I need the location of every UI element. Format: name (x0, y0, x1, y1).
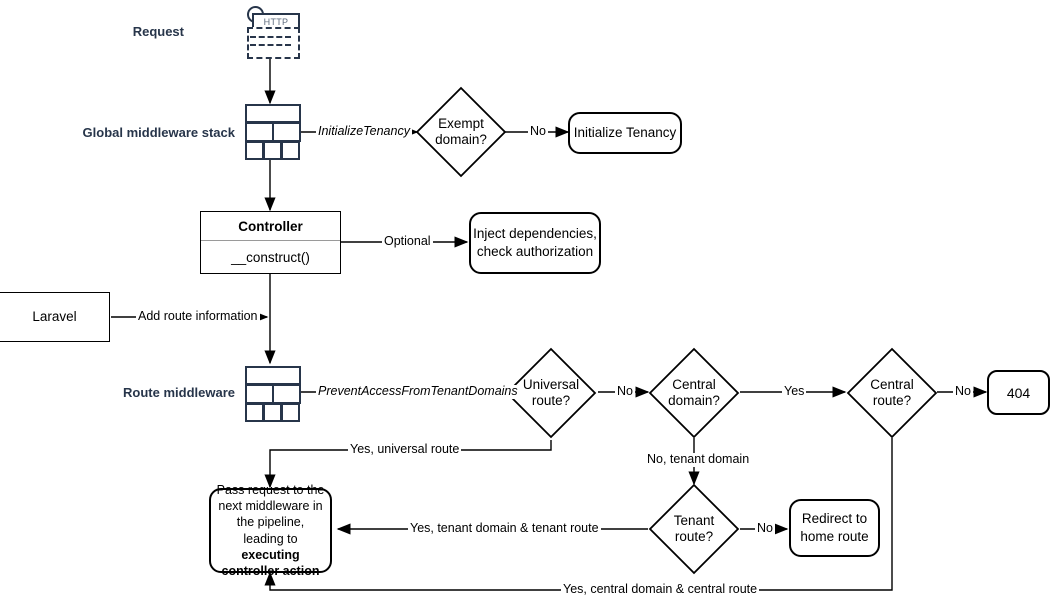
node-redirect-home-route[interactable]: Redirect to home route (789, 499, 880, 557)
http-icon-line-2 (250, 44, 291, 46)
mw-cell-top (245, 104, 301, 123)
edge-label-universal-no: No (615, 384, 635, 399)
node-laravel[interactable]: Laravel (0, 292, 110, 342)
mw-cell-bot-2 (263, 141, 282, 160)
route-middleware-label: Route middleware (123, 385, 235, 400)
node-404[interactable]: 404 (987, 370, 1050, 415)
decision-exempt-domain-line1: Exempt (438, 115, 484, 131)
http-icon-body (247, 27, 300, 59)
edge-label-yes-tenant-domain-tenant-route: Yes, tenant domain & tenant route (408, 521, 601, 536)
http-request-icon: HTTP (247, 6, 300, 59)
edge-label-exempt-no: No (528, 124, 548, 139)
edge-label-initialize-tenancy: InitializeTenancy (316, 124, 412, 139)
rmw-cell-bot-1 (245, 403, 264, 422)
edge-label-tenant-route-no: No (755, 521, 775, 536)
mw-cell-mid-2 (272, 122, 301, 142)
decision-central-domain-line1: Central (672, 376, 716, 392)
mw-cell-bot-1 (245, 141, 264, 160)
node-laravel-text: Laravel (32, 308, 77, 324)
global-middleware-stack-label: Global middleware stack (82, 125, 235, 140)
decision-central-domain-line2: domain? (668, 393, 720, 408)
node-redirect-home-route-text: Redirect to home route (800, 511, 869, 544)
node-controller-method: __construct() (231, 249, 310, 265)
rmw-cell-bot-2 (263, 403, 282, 422)
edge-label-yes-universal-route: Yes, universal route (348, 442, 462, 457)
edge-label-yes-central-domain-central-route: Yes, central domain & central route (561, 582, 760, 597)
node-404-text: 404 (1006, 384, 1031, 401)
edge-label-add-route-information: Add route information (136, 309, 260, 324)
global-middleware-stack-icon (245, 104, 301, 160)
decision-tenant-route-line2: route? (674, 529, 714, 544)
edge-label-central-route-no: No (953, 384, 973, 399)
decision-universal-route-line1: Universal (522, 376, 580, 392)
node-controller-title: Controller (201, 212, 340, 241)
decision-central-route-line1: Central (870, 376, 914, 392)
node-inject-dependencies-text: Inject dependencies, check authorization (473, 226, 597, 259)
rmw-cell-mid-1 (245, 384, 274, 404)
mw-cell-mid-1 (245, 122, 274, 142)
request-label: Request (132, 24, 184, 39)
rmw-cell-bot-3 (281, 403, 300, 422)
http-icon-label: HTTP (263, 17, 289, 27)
node-initialize-tenancy[interactable]: Initialize Tenancy (568, 112, 682, 154)
decision-tenant-route-line1: Tenant (673, 512, 715, 528)
node-inject-dependencies[interactable]: Inject dependencies, check authorization (469, 212, 601, 274)
mw-cell-bot-3 (281, 141, 300, 160)
node-initialize-tenancy-text: Initialize Tenancy (573, 125, 677, 141)
node-pass-request[interactable]: Pass request to the next middleware in t… (209, 483, 332, 578)
edge-label-optional: Optional (382, 234, 433, 249)
route-middleware-stack-icon (245, 366, 301, 422)
node-pass-request-text-normal: Pass request to the next middleware in t… (216, 482, 325, 546)
rmw-cell-top (245, 366, 301, 385)
node-controller[interactable]: Controller __construct() (200, 211, 341, 274)
node-pass-request-text-bold: executing controller action (221, 547, 320, 578)
edge-label-central-domain-yes: Yes (782, 384, 807, 399)
edge-label-prevent-access: PreventAccessFromTenantDomains (316, 384, 520, 399)
rmw-cell-mid-2 (272, 384, 301, 404)
decision-central-route-line2: route? (872, 393, 912, 408)
edge-label-no-tenant-domain: No, tenant domain (645, 452, 752, 467)
decision-exempt-domain-line2: domain? (435, 132, 487, 147)
http-icon-line-1 (250, 36, 291, 38)
decision-universal-route-line2: route? (531, 393, 571, 408)
